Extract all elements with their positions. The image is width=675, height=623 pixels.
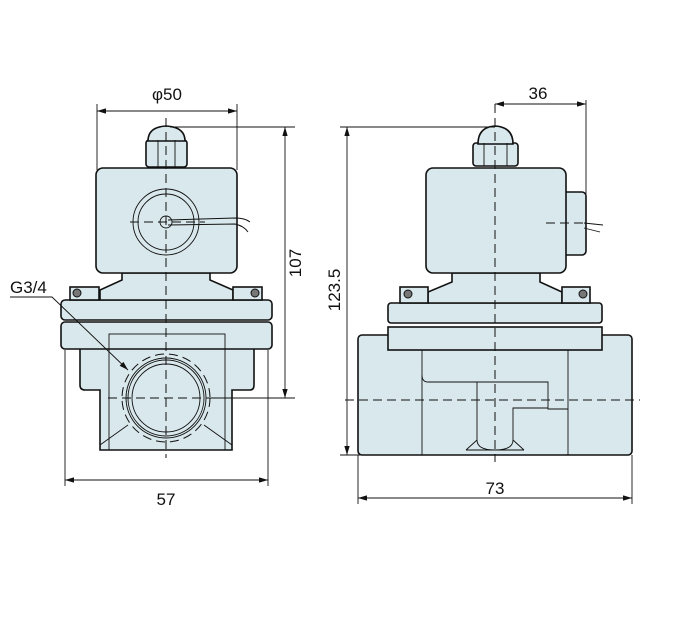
side-view [345, 104, 640, 462]
front-view [60, 118, 273, 458]
front-height-label: 107 [286, 249, 305, 277]
port-label: G3/4 [10, 278, 47, 297]
diameter-label: φ50 [152, 85, 182, 104]
side-dimensions: 36 123.5 73 [325, 84, 633, 504]
front-dimensions: φ50 107 57 G3/4 [10, 85, 305, 509]
side-width-label: 73 [486, 479, 505, 498]
offset-label: 36 [529, 84, 548, 103]
front-width-label: 57 [157, 490, 176, 509]
side-height-label: 123.5 [325, 269, 344, 312]
